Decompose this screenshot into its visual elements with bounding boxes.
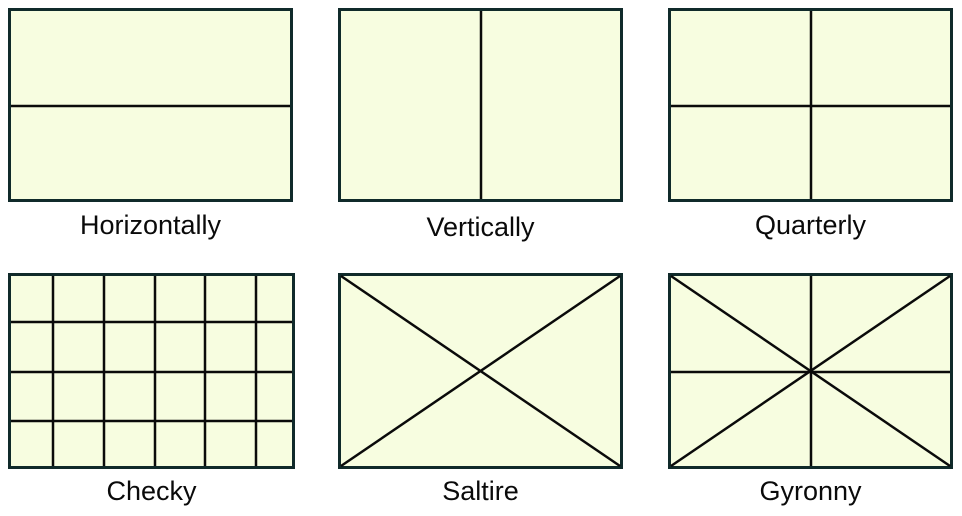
- label-gyronny: Gyronny: [759, 476, 862, 506]
- label-saltire: Saltire: [442, 476, 519, 506]
- diagonal-line: [340, 274, 621, 468]
- panel-horizontally: [8, 8, 293, 202]
- panel-gyronny: [668, 273, 953, 469]
- label-vertically: Vertically: [426, 212, 535, 242]
- horizontal-division-lines: [11, 104, 290, 108]
- panel-saltire: [338, 273, 623, 469]
- panel-quarterly: [668, 8, 953, 202]
- saltire-division-lines: [340, 274, 621, 468]
- label-checky: Checky: [106, 476, 197, 506]
- panel-checky: [8, 273, 295, 469]
- vertical-division-lines: [479, 11, 483, 199]
- label-horizontally: Horizontally: [79, 210, 222, 240]
- panel-vertically: [338, 8, 623, 202]
- checky-division-lines: [11, 276, 292, 466]
- label-quarterly: Quarterly: [754, 210, 867, 240]
- gyronny-division-lines: [670, 274, 951, 468]
- quarterly-division-lines: [671, 11, 950, 199]
